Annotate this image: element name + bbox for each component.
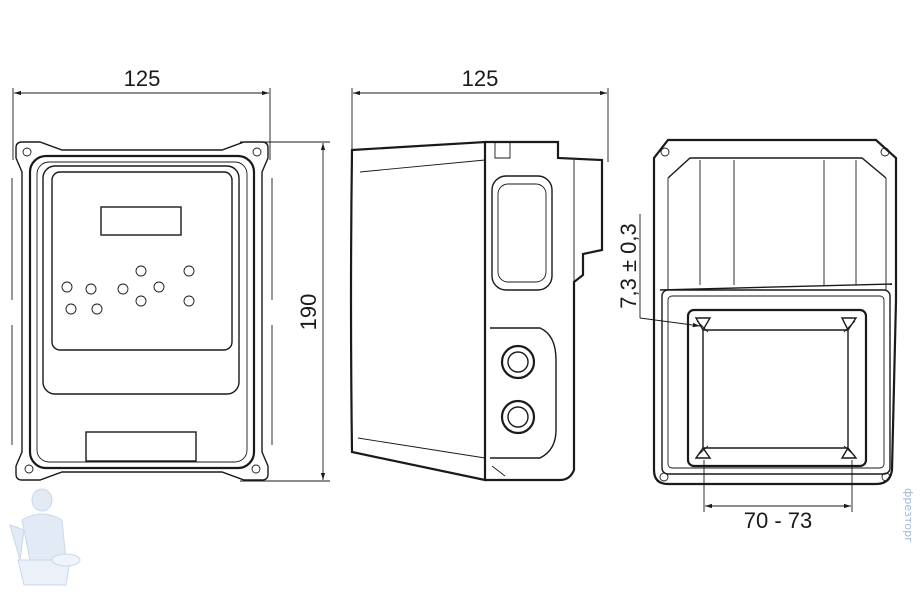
slot-dimension: 7,3 ± 0,3 <box>616 214 701 328</box>
back-view: 7,3 ± 0,3 70 - 73 <box>616 138 898 533</box>
back-mount-hole-tl <box>660 147 670 157</box>
cable-gland-upper <box>500 344 536 380</box>
front-height-label: 190 <box>296 294 321 331</box>
side-depth-label: 125 <box>462 66 499 91</box>
back-mount-hole-tr <box>880 147 890 157</box>
front-keypad-panel <box>51 171 233 351</box>
keypad-button <box>61 281 73 293</box>
back-mount-window <box>686 308 868 468</box>
front-mount-hole-br <box>251 464 261 474</box>
lcd-display <box>100 206 182 236</box>
keypad-button <box>135 265 147 277</box>
front-mount-hole-tl <box>22 147 32 157</box>
span-dimension: 70 - 73 <box>703 460 853 533</box>
back-lower-plate <box>661 289 891 475</box>
front-width-dimension: 125 <box>12 66 271 160</box>
front-label-plate <box>85 431 197 462</box>
side-view: 125 <box>349 66 609 482</box>
keypad-button <box>65 303 77 315</box>
side-depth-dimension: 125 <box>351 66 609 162</box>
front-mount-hole-tr <box>252 147 262 157</box>
side-recess-top <box>491 175 553 291</box>
front-width-label: 125 <box>124 66 161 91</box>
front-body <box>28 154 256 470</box>
keypad-button <box>135 295 147 307</box>
slot-dimension-label: 7,3 ± 0,3 <box>616 223 641 308</box>
cable-gland-lower <box>500 399 536 435</box>
keypad-buttons <box>61 265 195 315</box>
front-view: 125 190 <box>11 66 330 482</box>
side-cover-profile <box>349 140 487 482</box>
plumber-mascot-logo <box>9 488 81 586</box>
keypad-button <box>153 281 165 293</box>
keypad-button <box>183 265 195 277</box>
keypad-button <box>91 303 103 315</box>
keypad-button <box>183 295 195 307</box>
keypad-button <box>85 283 97 295</box>
back-outer-frame <box>652 138 898 486</box>
front-panel-frame <box>42 165 240 395</box>
side-housing <box>485 140 604 482</box>
front-mount-hole-bl <box>24 464 34 474</box>
front-height-dimension: 190 <box>240 141 330 482</box>
span-dimension-label: 70 - 73 <box>744 508 813 533</box>
keypad-button <box>117 283 129 295</box>
front-flange-outline <box>15 141 269 481</box>
watermark-text: фрезторг <box>902 488 915 543</box>
